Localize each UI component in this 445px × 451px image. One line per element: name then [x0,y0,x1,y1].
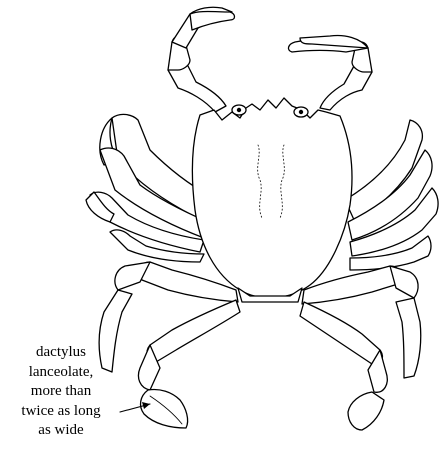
annotation-line-5: as wide [2,421,120,441]
left-walking-legs [86,114,210,262]
carapace [192,98,352,298]
left-posterior-legs [99,262,240,428]
annotation-line-1: dactylus [2,343,120,363]
dactylus-annotation: dactylus lanceolate, more than twice as … [2,343,120,441]
right-posterior-legs [300,266,421,430]
right-cheliped [288,36,372,111]
left-cheliped [168,7,235,112]
right-walking-legs [345,120,438,270]
annotation-line-3: more than [2,382,120,402]
annotation-line-2: lanceolate, [2,363,120,383]
annotation-line-4: twice as long [2,402,120,422]
